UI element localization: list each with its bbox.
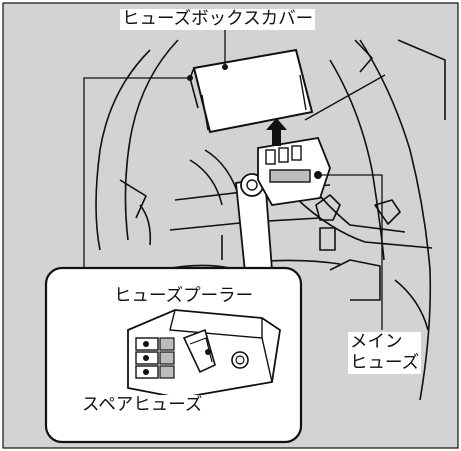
fuse-puller-label: ヒューズプーラー: [112, 286, 256, 307]
fuse-box-cover: [189, 48, 314, 134]
fuse-box-cover-label: ヒューズボックスカバー: [120, 9, 316, 30]
spare-fuses-label: スペアヒューズ: [80, 395, 205, 416]
lift-arrow: [266, 118, 287, 146]
main-fuse-label-line1: メイン: [350, 332, 403, 352]
main-fuse-label: メイン ヒューズ: [348, 332, 422, 374]
fuse-box-body: [257, 136, 331, 206]
main-fuse-label-line2: ヒューズ: [350, 353, 420, 373]
